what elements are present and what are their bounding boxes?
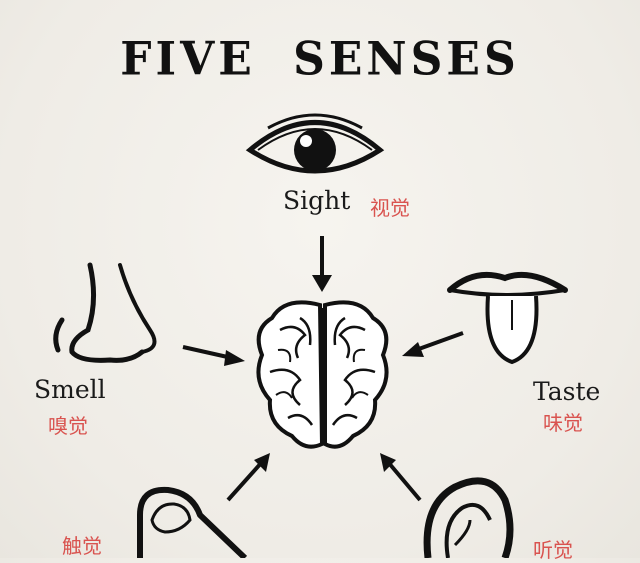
taste-label: Taste — [533, 377, 601, 406]
brain-icon — [256, 300, 389, 449]
arrow-taste — [402, 331, 464, 357]
finger-icon — [137, 486, 248, 558]
sight-label-zh: 视觉 — [370, 196, 410, 220]
smell-label: Smell — [34, 375, 106, 404]
ear-icon — [423, 477, 514, 558]
arrow-smell — [182, 345, 245, 366]
diagram-title: FIVE SENSES — [120, 32, 520, 87]
tongue-icon — [447, 271, 568, 365]
nose-icon — [53, 262, 157, 363]
taste-label-zh: 味觉 — [543, 411, 583, 435]
arrow-hearing — [380, 453, 422, 502]
touch-label-zh: 触觉 — [62, 534, 102, 558]
hearing-label-zh: 听觉 — [533, 538, 573, 562]
sight-label: Sight — [283, 186, 351, 215]
smell-label-zh: 嗅觉 — [48, 414, 88, 438]
eye-icon — [245, 113, 385, 174]
arrow-touch — [226, 453, 270, 502]
arrow-sight — [312, 236, 332, 292]
